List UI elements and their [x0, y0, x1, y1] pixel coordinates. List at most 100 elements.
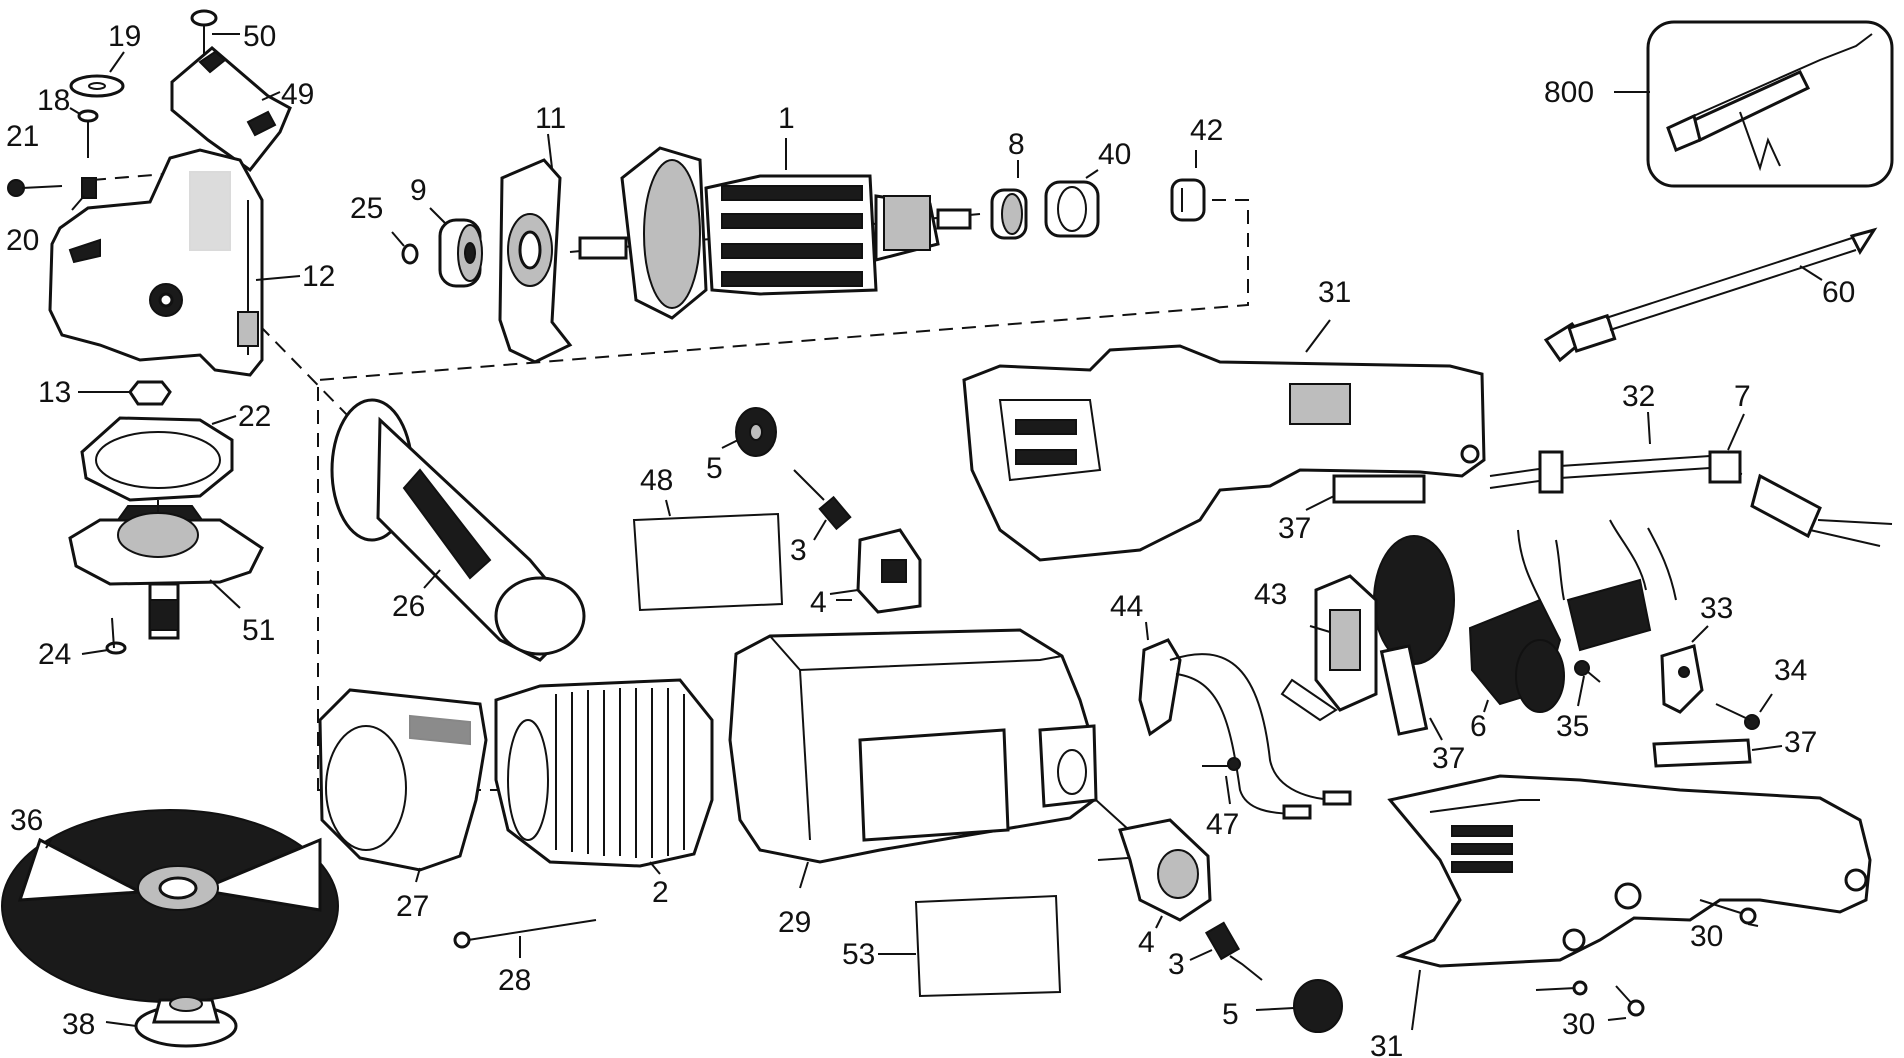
part-40-ring — [1044, 169, 1100, 238]
part-47-screw — [1202, 757, 1241, 805]
part-20-nut — [71, 177, 97, 211]
part-37-pad-middle — [1379, 644, 1443, 741]
callout-7: 7 — [1734, 380, 1751, 413]
callout-8: 8 — [1008, 128, 1025, 161]
callout-31b: 31 — [1370, 1030, 1403, 1058]
callout-29: 29 — [778, 906, 811, 939]
callout-25: 25 — [350, 192, 383, 225]
callout-37b: 37 — [1432, 742, 1465, 775]
callout-800: 800 — [1544, 76, 1594, 109]
part-8-bearing — [990, 160, 1028, 240]
part-25-ring — [391, 231, 419, 265]
callout-37c: 37 — [1784, 726, 1817, 759]
callout-44: 44 — [1110, 590, 1143, 623]
part-800-inset — [1614, 20, 1894, 188]
part-4-brush-holder-lower — [1095, 799, 1212, 929]
part-42-bearing — [1170, 150, 1206, 222]
callout-34: 34 — [1774, 654, 1807, 687]
callout-35: 35 — [1556, 710, 1589, 743]
part-28-screw — [453, 919, 597, 958]
callout-3a: 3 — [790, 534, 807, 567]
part-4-brush-holder-upper — [829, 528, 922, 614]
part-13-nut — [78, 380, 172, 406]
callout-1: 1 — [778, 102, 795, 135]
part-9-bearing — [429, 207, 483, 288]
callout-60: 60 — [1822, 276, 1855, 309]
part-35-screw — [1574, 660, 1601, 707]
part-60-screwdriver — [1543, 227, 1878, 363]
part-36-wheel-guard — [1, 809, 339, 1003]
callout-22: 22 — [238, 400, 271, 433]
part-48-label — [632, 499, 784, 612]
part-53-label — [878, 894, 1062, 998]
callout-51: 51 — [242, 614, 275, 647]
callout-18: 18 — [37, 84, 70, 117]
part-3-brush-upper — [793, 469, 852, 541]
part-3-brush-lower — [1189, 921, 1263, 981]
part-49-guard-cover — [170, 46, 292, 173]
callout-4a: 4 — [810, 586, 827, 619]
callout-5b: 5 — [1222, 998, 1239, 1031]
part-27-baffle — [318, 688, 488, 883]
part-5-brush-cap-upper — [721, 407, 777, 457]
part-50-screw — [190, 9, 240, 58]
callout-4b: 4 — [1138, 926, 1155, 959]
part-21-screw — [7, 179, 63, 197]
callout-26: 26 — [392, 590, 425, 623]
part-38-flange-nut — [105, 996, 238, 1048]
part-26-side-handle — [330, 398, 586, 662]
callout-6: 6 — [1470, 710, 1487, 743]
callout-31a: 31 — [1318, 276, 1351, 309]
callout-30a: 30 — [1690, 920, 1723, 953]
callout-36: 36 — [10, 804, 43, 837]
part-34-screw — [1715, 693, 1773, 730]
part-6-switch — [1468, 519, 1677, 713]
part-31-housing-upper — [962, 319, 1486, 562]
armature-windings — [721, 185, 863, 287]
part-19-washer — [69, 51, 125, 98]
callout-24: 24 — [38, 638, 71, 671]
callout-42: 42 — [1190, 114, 1223, 147]
callout-48: 48 — [640, 464, 673, 497]
part-30-screw-upper — [1699, 899, 1759, 927]
callout-28: 28 — [498, 964, 531, 997]
callout-2: 2 — [652, 876, 669, 909]
callout-37a: 37 — [1278, 512, 1311, 545]
part-31-housing-lower — [1387, 774, 1872, 1031]
callout-50: 50 — [243, 20, 276, 53]
field-coil-windings — [555, 688, 685, 858]
callout-53: 53 — [842, 938, 875, 971]
part-22-gasket — [80, 415, 237, 502]
part-12-gear-case — [48, 148, 301, 377]
callout-43: 43 — [1254, 578, 1287, 611]
callout-19: 19 — [108, 20, 141, 53]
callout-32: 32 — [1622, 380, 1655, 413]
callout-20: 20 — [6, 224, 39, 257]
callout-27: 27 — [396, 890, 429, 923]
callout-11: 11 — [535, 102, 566, 135]
part-7-plug — [1708, 413, 1893, 547]
part-43-switch — [1280, 535, 1455, 722]
part-32-cord — [1489, 411, 1743, 494]
callout-9: 9 — [410, 174, 427, 207]
callout-33: 33 — [1700, 592, 1733, 625]
callout-47: 47 — [1206, 808, 1239, 841]
part-11-baffle-plate — [498, 133, 573, 364]
callout-5a: 5 — [706, 452, 723, 485]
callout-49: 49 — [281, 78, 314, 111]
callout-30b: 30 — [1562, 1008, 1595, 1041]
part-24-screw — [81, 617, 127, 655]
part-2-field — [494, 678, 714, 875]
callout-38: 38 — [62, 1008, 95, 1041]
part-33-clamp — [1660, 625, 1709, 714]
part-51-spindle-assembly — [68, 500, 264, 640]
part-5-brush-cap-lower — [1255, 979, 1343, 1033]
part-44-wires — [1138, 621, 1352, 820]
callout-13: 13 — [38, 376, 71, 409]
callout-12: 12 — [302, 260, 335, 293]
part-37-pad-upper — [1305, 474, 1426, 511]
callout-21: 21 — [6, 120, 39, 153]
part-30-screw-lower — [1535, 980, 1645, 1021]
part-37-pad-right — [1652, 738, 1783, 768]
